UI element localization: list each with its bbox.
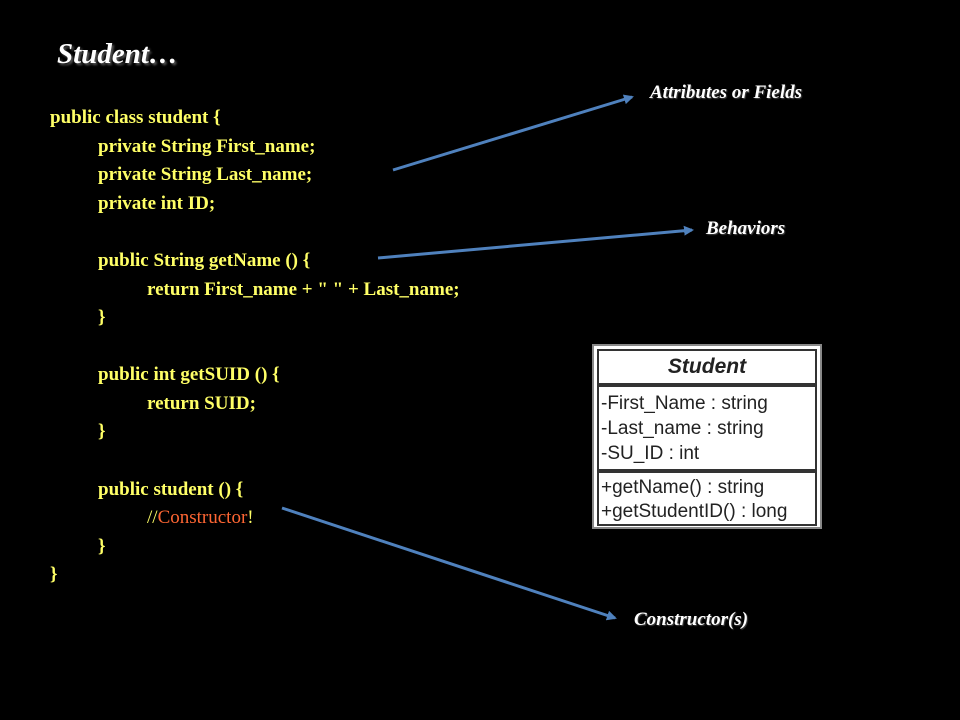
behaviors-arrow <box>377 225 694 260</box>
code-line: public class student { <box>50 107 221 128</box>
code-line: public String getName () { <box>98 250 311 271</box>
uml-attribute: -First_Name : string <box>601 393 768 414</box>
constructors-label: Constructor(s) <box>634 609 749 630</box>
uml-attributes: -First_Name : string -Last_name : string… <box>597 385 817 471</box>
code-line: private String Last_name; <box>98 164 313 185</box>
slide-title: Student… <box>57 38 178 70</box>
code-comment-line: //Constructor! <box>147 507 254 529</box>
code-line: } <box>98 536 106 557</box>
code-line: } <box>98 307 106 328</box>
attributes-label: Attributes or Fields <box>650 82 803 103</box>
comment-prefix: // <box>147 507 158 528</box>
code-line: private String First_name; <box>98 136 316 157</box>
uml-attribute: -SU_ID : int <box>601 443 700 464</box>
uml-attribute: -Last_name : string <box>601 418 764 439</box>
behaviors-label: Behaviors <box>706 218 786 239</box>
code-line: return SUID; <box>147 393 256 414</box>
uml-operation: +getName() : string <box>601 477 765 498</box>
constructor-arrow <box>281 506 617 621</box>
uml-class-diagram: Student -First_Name : string -Last_name … <box>592 344 822 529</box>
uml-operation: +getStudentID() : long <box>601 501 788 522</box>
comment-suffix: ! <box>247 507 254 528</box>
comment-word: Constructor <box>157 507 248 528</box>
attributes-arrow <box>392 94 634 172</box>
uml-class-name: Student <box>597 349 817 385</box>
code-line: } <box>50 564 58 585</box>
code-line: public int getSUID () { <box>98 364 280 385</box>
code-line: public student () { <box>98 479 244 500</box>
code-line: return First_name + " " + Last_name; <box>147 279 460 300</box>
code-line: private int ID; <box>98 193 216 214</box>
code-line: } <box>98 421 106 442</box>
uml-operations: +getName() : string +getStudentID() : lo… <box>597 471 817 526</box>
